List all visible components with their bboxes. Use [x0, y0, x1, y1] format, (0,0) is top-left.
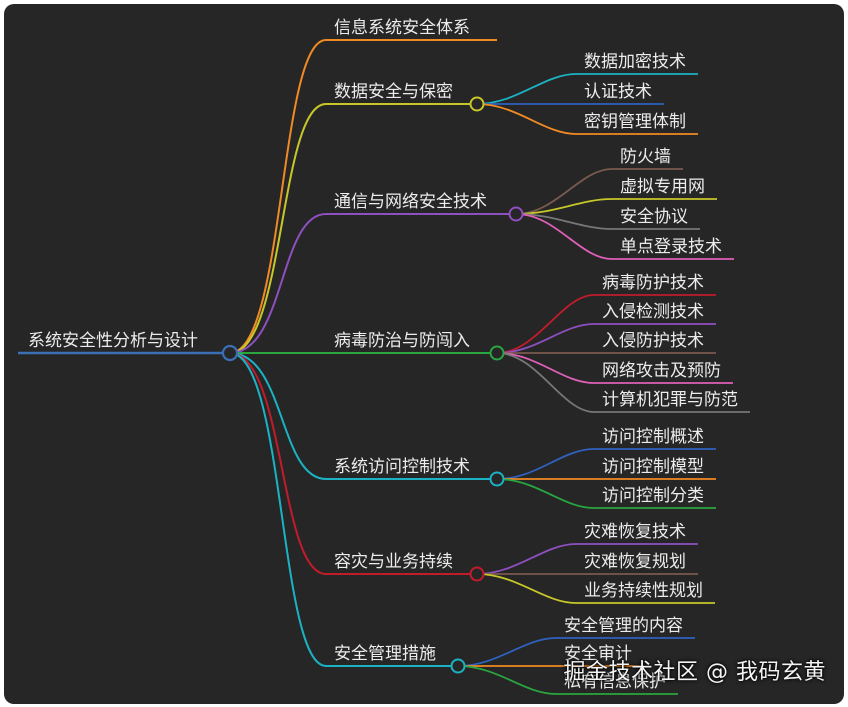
- child-connector: [496, 478, 716, 509]
- child-node-label: 灾难恢复规划: [584, 552, 686, 572]
- branch-collapse-toggle[interactable]: [469, 566, 485, 582]
- child-connector: [496, 352, 750, 413]
- child-node-label: 计算机犯罪与防范: [602, 390, 738, 410]
- branch-node-label: 数据安全与保密: [334, 82, 453, 102]
- child-node-label: 灾难恢复技术: [584, 522, 686, 542]
- child-connector: [496, 352, 733, 384]
- branch-node-label: 安全管理措施: [334, 644, 436, 664]
- child-connector: [515, 168, 683, 215]
- child-connector: [476, 573, 715, 604]
- child-connector: [515, 198, 717, 215]
- child-connector: [457, 637, 695, 667]
- child-node-label: 数据加密技术: [584, 52, 686, 72]
- child-connector: [476, 543, 698, 575]
- child-connector: [496, 294, 716, 354]
- child-connector: [476, 73, 698, 105]
- branch-connector: [229, 352, 497, 480]
- child-connector: [476, 103, 698, 135]
- child-node-label: 病毒防护技术: [602, 273, 704, 293]
- branch-collapse-toggle[interactable]: [508, 206, 524, 222]
- child-node-label: 入侵防护技术: [602, 331, 704, 351]
- root-collapse-toggle[interactable]: [221, 344, 239, 362]
- branch-connector: [229, 352, 458, 667]
- child-node-label: 私有信息保护: [564, 672, 666, 692]
- child-node-label: 安全管理的内容: [564, 616, 683, 636]
- child-node-label: 访问控制模型: [602, 457, 704, 477]
- child-node-label: 安全审计: [564, 644, 632, 664]
- branch-connector: [229, 39, 497, 354]
- child-node-label: 单点登录技术: [620, 237, 722, 257]
- child-node-label: 入侵检测技术: [602, 302, 704, 322]
- branch-connector: [229, 352, 477, 575]
- branch-collapse-toggle[interactable]: [450, 658, 466, 674]
- child-connector: [457, 665, 678, 695]
- connector-lines: [18, 39, 750, 695]
- child-node-label: 认证技术: [584, 82, 652, 102]
- child-node-label: 安全协议: [620, 207, 688, 227]
- child-connector: [496, 448, 716, 480]
- child-connector: [515, 213, 700, 230]
- child-node-label: 访问控制分类: [602, 486, 704, 506]
- branch-node-label: 容灾与业务持续: [334, 552, 453, 572]
- branch-node-label: 病毒防治与防闯入: [334, 331, 470, 351]
- branch-connector: [229, 103, 477, 354]
- child-node-label: 虚拟专用网: [620, 177, 705, 197]
- child-node-label: 防火墙: [620, 147, 671, 167]
- branch-node-label: 信息系统安全体系: [334, 18, 470, 38]
- branch-collapse-toggle[interactable]: [489, 471, 505, 487]
- branch-node-label: 通信与网络安全技术: [334, 192, 487, 212]
- branch-collapse-toggle[interactable]: [469, 96, 485, 112]
- child-connector: [496, 323, 716, 354]
- root-node-label: 系统安全性分析与设计: [28, 331, 198, 351]
- watermark: 掘金技术社区 @ 我码玄黄: [563, 660, 826, 685]
- child-node-label: 网络攻击及预防: [602, 361, 721, 381]
- branch-node-label: 系统访问控制技术: [334, 457, 470, 477]
- mindmap-canvas: 系统安全性分析与设计 信息系统安全体系数据安全与保密 数据加密技术认证技术密钥管理体…: [4, 4, 844, 704]
- branch-connector: [229, 213, 516, 354]
- child-connector: [515, 213, 734, 260]
- branch-collapse-toggle[interactable]: [489, 345, 505, 361]
- child-node-label: 访问控制概述: [602, 427, 704, 447]
- child-node-label: 业务持续性规划: [584, 581, 703, 601]
- child-node-label: 密钥管理体制: [584, 112, 686, 132]
